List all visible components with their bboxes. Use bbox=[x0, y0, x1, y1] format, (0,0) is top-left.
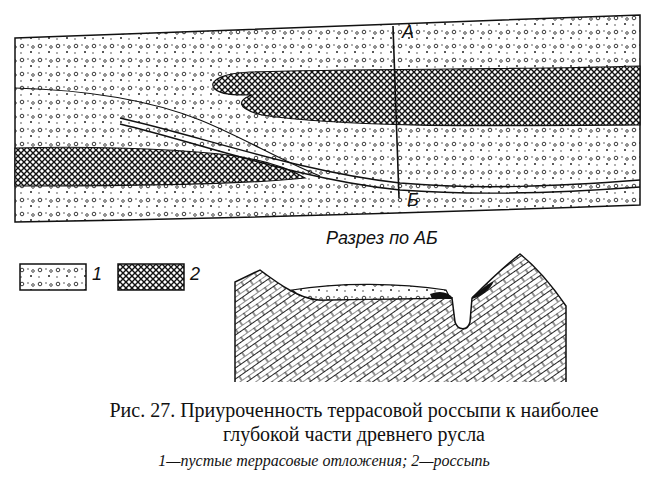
legend-number: 2 bbox=[190, 264, 200, 285]
section-end-label: Б bbox=[407, 190, 419, 211]
legend-explanation: 1—пустые террасовые отложения; 2—россыпь bbox=[158, 452, 490, 470]
legend-number: 1 bbox=[92, 264, 102, 285]
section-title: Разрез по АБ bbox=[326, 228, 438, 249]
figure-caption: Рис. 27. Приуроченность террасовой россы… bbox=[84, 398, 624, 446]
section-end-label: А bbox=[402, 22, 414, 43]
